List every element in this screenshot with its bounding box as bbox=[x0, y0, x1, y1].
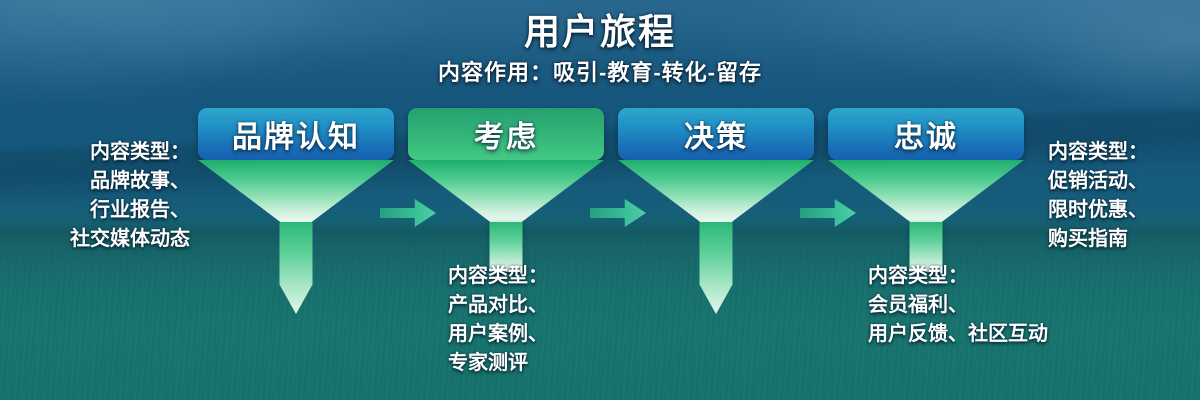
funnel-stage-4-header[interactable]: 忠诚 bbox=[828, 108, 1024, 160]
funnel-stage-4-stem bbox=[909, 222, 943, 272]
content-types-note-stage-2: 内容类型： 产品对比、 用户案例、 专家测评 bbox=[448, 265, 548, 374]
funnel-stage-3-label: 决策 bbox=[684, 121, 748, 154]
funnel-stage-1-label: 品牌认知 bbox=[232, 121, 360, 154]
content-types-note-stage-4: 内容类型： 会员福利、 用户反馈、社区互动 bbox=[868, 265, 1048, 345]
funnel-stage-4-cone bbox=[828, 160, 1024, 222]
funnel-stage-3-header[interactable]: 决策 bbox=[618, 108, 814, 160]
page-title: 用户旅程 bbox=[523, 11, 676, 52]
funnel-stage-4[interactable]: 忠诚 bbox=[828, 108, 1024, 272]
page-subtitle: 内容作用：吸引-教育-转化-留存 bbox=[438, 60, 762, 85]
funnel-stage-1-cone bbox=[198, 160, 394, 222]
content-types-note-right: 内容类型： 促销活动、 限时优惠、 购买指南 bbox=[1048, 141, 1148, 250]
funnel-stage-2-cone bbox=[408, 160, 604, 222]
funnel-stage-2-stem bbox=[489, 222, 523, 272]
funnel-stage-3[interactable]: 决策 bbox=[618, 108, 814, 314]
funnel-stage-2[interactable]: 考虑 bbox=[408, 108, 604, 272]
funnel-stage-4-label: 忠诚 bbox=[894, 121, 958, 154]
funnel-stage-3-cone bbox=[618, 160, 814, 222]
funnel-stage-2-label: 考虑 bbox=[474, 121, 538, 154]
content-types-note-left: 内容类型： 品牌故事、 行业报告、 社交媒体动态 bbox=[70, 141, 190, 250]
funnel-stage-1-header[interactable]: 品牌认知 bbox=[198, 108, 394, 160]
funnel-stage-2-header[interactable]: 考虑 bbox=[408, 108, 604, 160]
funnel-stage-1[interactable]: 品牌认知 bbox=[198, 108, 394, 314]
